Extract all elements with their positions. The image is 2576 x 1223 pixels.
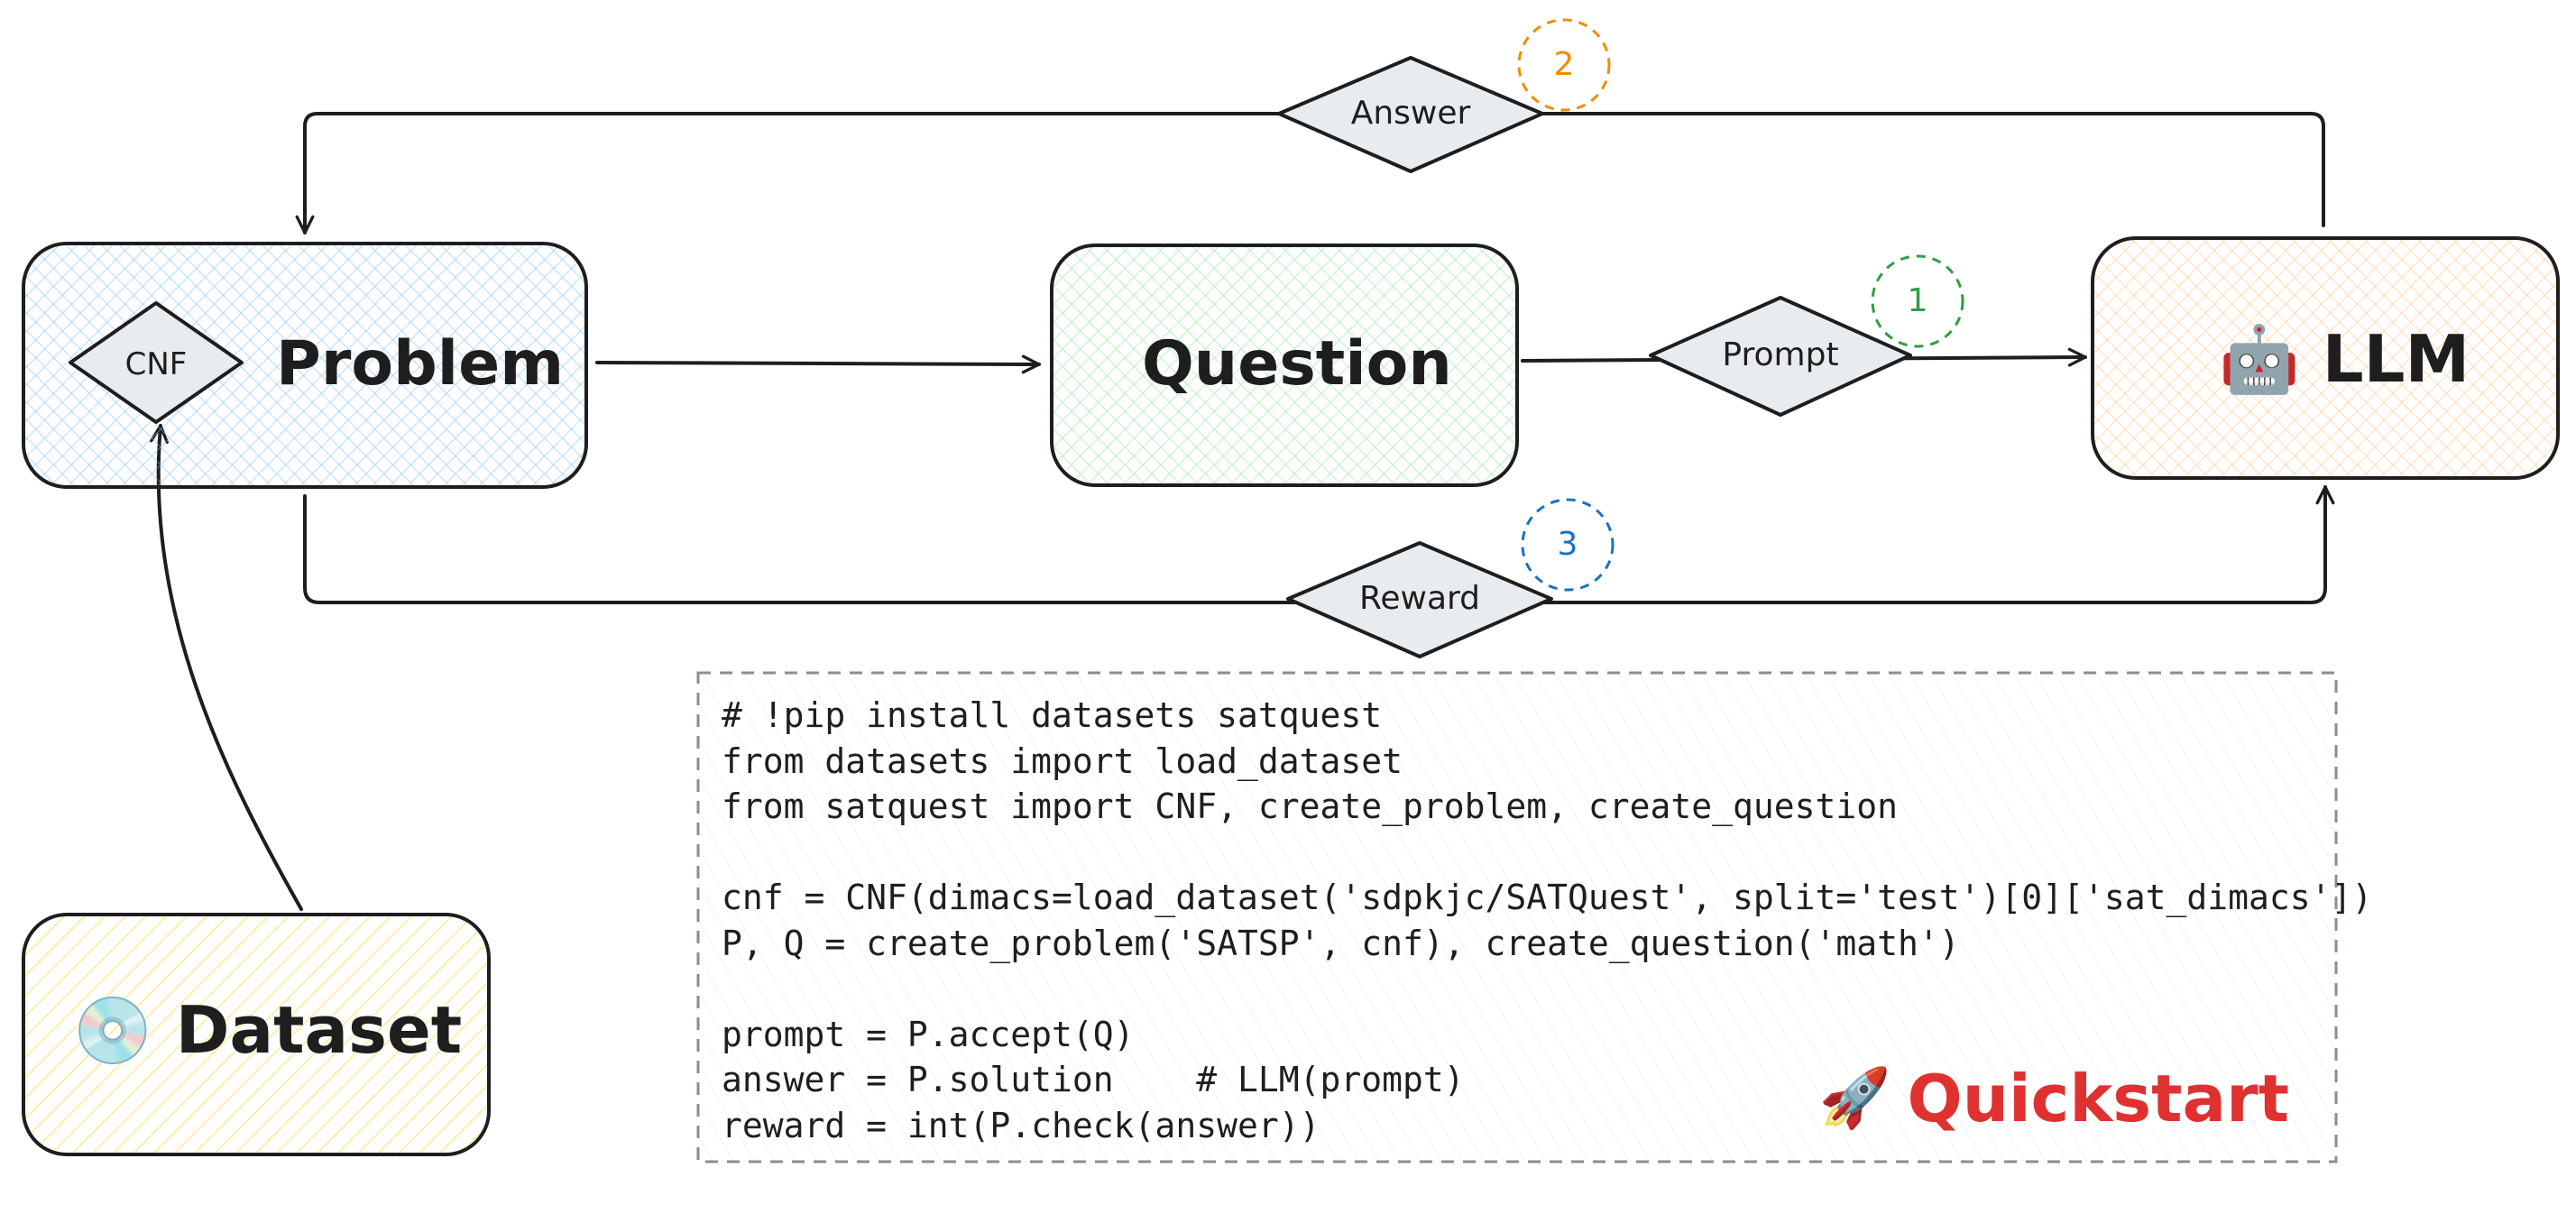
badges <box>1517 18 1964 592</box>
prompt-diamond-label: Prompt <box>1722 336 1839 373</box>
node-llm <box>2091 236 2560 480</box>
code-line: cnf = CNF(dimacs=load_dataset('sdpkjc/SA… <box>722 878 2373 917</box>
dataset-label: Dataset <box>175 992 463 1068</box>
code-line: P, Q = create_problem('SATSP', cnf), cre… <box>722 923 1960 963</box>
node-question <box>1050 244 1519 487</box>
code-line: answer = P.solution # LLM(prompt) <box>722 1060 1465 1099</box>
dataset-box <box>22 913 491 1156</box>
edge-problem-to-llm-reward <box>303 485 2335 604</box>
question-label: Question <box>1142 328 1452 400</box>
dataset-label-group: 💿 Dataset <box>72 998 462 1062</box>
answer-badge-circle <box>1517 18 1611 112</box>
reward-diamond <box>1286 541 1553 658</box>
cnf-diamond <box>69 301 244 424</box>
robot-icon: 🤖 <box>2219 321 2300 397</box>
llm-box <box>2091 236 2560 480</box>
llm-label-group: 🤖 LLM <box>2219 326 2470 391</box>
code-box-border <box>696 671 2338 1163</box>
cnf-diamond-label: CNF <box>124 346 188 382</box>
edge-dataset-to-problem <box>150 424 303 911</box>
reward-badge-number: 3 <box>1557 526 1578 563</box>
reward-badge-circle <box>1521 498 1615 592</box>
llm-label: LLM <box>2322 321 2470 397</box>
answer-diamond-label: Answer <box>1350 95 1471 132</box>
question-box <box>1050 244 1519 487</box>
prompt-diamond <box>1649 296 1912 417</box>
code-line: reward = int(P.check(answer)) <box>722 1105 1320 1145</box>
code-line: from datasets import load_dataset <box>722 740 1403 781</box>
prompt-badge-number: 1 <box>1907 282 1928 319</box>
disc-icon: 💿 <box>72 992 153 1068</box>
rocket-icon: 🚀 <box>1818 1065 1891 1132</box>
quickstart-title: 🚀 Quickstart <box>1819 1066 2289 1131</box>
code-line <box>722 966 2372 1012</box>
diamonds <box>69 56 1912 658</box>
node-dataset <box>22 913 491 1156</box>
quickstart-label: Quickstart <box>1907 1061 2290 1136</box>
code-line: from satquest import CNF, create_problem… <box>722 786 1899 826</box>
problem-label: Problem <box>276 328 565 400</box>
answer-badge-number: 2 <box>1553 46 1575 83</box>
reward-diamond-label: Reward <box>1358 580 1481 617</box>
edge-problem-to-question <box>595 354 1041 374</box>
code-line: # !pip install datasets satquest <box>722 695 1383 735</box>
prompt-badge-circle <box>1871 254 1964 348</box>
code-line <box>722 830 2372 876</box>
quickstart-code-box: # !pip install datasets satquest from dat… <box>702 675 2372 1162</box>
code-block: # !pip install datasets satquest from dat… <box>722 693 2372 1148</box>
node-problem <box>22 242 588 489</box>
edge-llm-to-problem-answer <box>295 112 2325 234</box>
answer-diamond <box>1277 56 1544 173</box>
code-line: prompt = P.accept(Q) <box>722 1014 1135 1054</box>
problem-box <box>22 242 588 489</box>
